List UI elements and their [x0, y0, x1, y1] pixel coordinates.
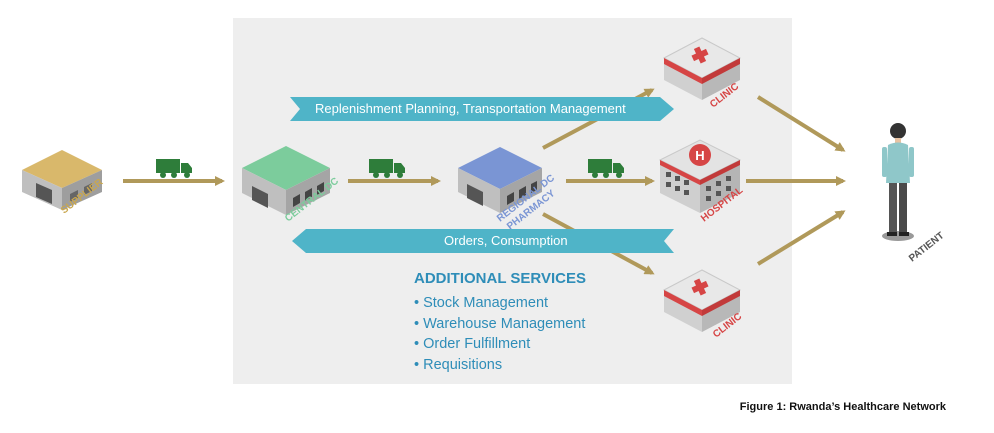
orders-banner — [292, 229, 674, 253]
service-item: Warehouse Management — [414, 314, 585, 335]
orders-banner-text: Orders, Consumption — [444, 233, 568, 248]
hospital-sign: H — [695, 148, 704, 163]
additional-services-title: ADDITIONAL SERVICES — [414, 270, 586, 287]
service-item: Order Fulfillment — [414, 334, 585, 355]
central-dc-icon — [242, 146, 330, 215]
figure-caption: Figure 1: Rwanda’s Healthcare Network — [739, 401, 946, 413]
planning-banner — [290, 97, 674, 121]
truck-icon — [156, 159, 192, 178]
planning-banner-text: Replenishment Planning, Transportation M… — [315, 101, 626, 116]
truck-icon — [588, 159, 624, 178]
service-item: Stock Management — [414, 293, 585, 314]
supplier-warehouse-icon — [22, 150, 102, 210]
truck-icon — [369, 159, 405, 178]
hospital-icon — [658, 139, 742, 213]
additional-services-list: Stock Management Warehouse Management Or… — [414, 293, 585, 375]
clinic-bottom-icon — [662, 269, 742, 332]
arrow-clinic-top-to-patient — [756, 95, 846, 152]
regional-dc-icon — [458, 147, 542, 213]
service-item: Requisitions — [414, 355, 585, 376]
arrow-clinic-bottom-to-patient — [756, 210, 846, 266]
clinic-top-icon — [662, 37, 742, 100]
patient-icon — [882, 123, 914, 241]
